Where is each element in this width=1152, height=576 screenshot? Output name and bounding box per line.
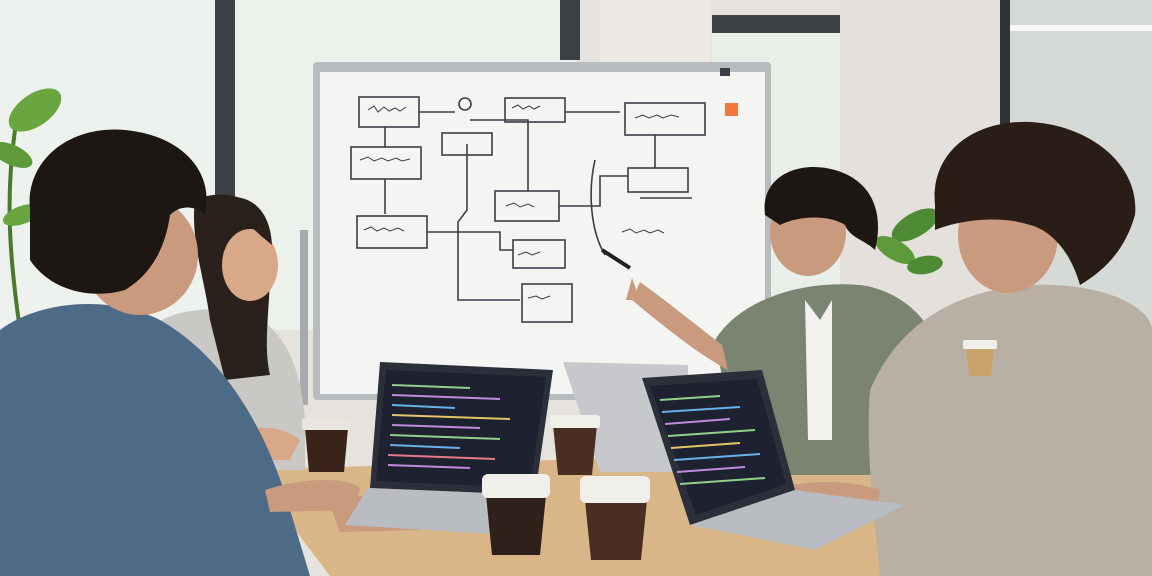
marker-pen-icon (600, 248, 632, 270)
coffee-cup-icon (550, 415, 600, 475)
coffee-cup-icon (302, 418, 351, 472)
ceiling-light (1005, 25, 1152, 31)
coffee-cup-icon (580, 476, 650, 560)
board-clip (720, 68, 730, 76)
laptop-icon (345, 362, 553, 535)
board-stand-leg (300, 230, 308, 405)
sticky-note-icon (725, 103, 738, 116)
window-mullion-2 (560, 0, 580, 60)
coffee-cup-icon (482, 474, 550, 555)
board-scribbles (359, 104, 680, 300)
plant-icon (875, 208, 943, 275)
coffee-cup-icon (963, 340, 997, 376)
right-window-frame (712, 15, 840, 33)
flowchart-diagram (350, 96, 706, 323)
foreground-person-left (0, 129, 428, 576)
laptop-icon (642, 370, 905, 550)
